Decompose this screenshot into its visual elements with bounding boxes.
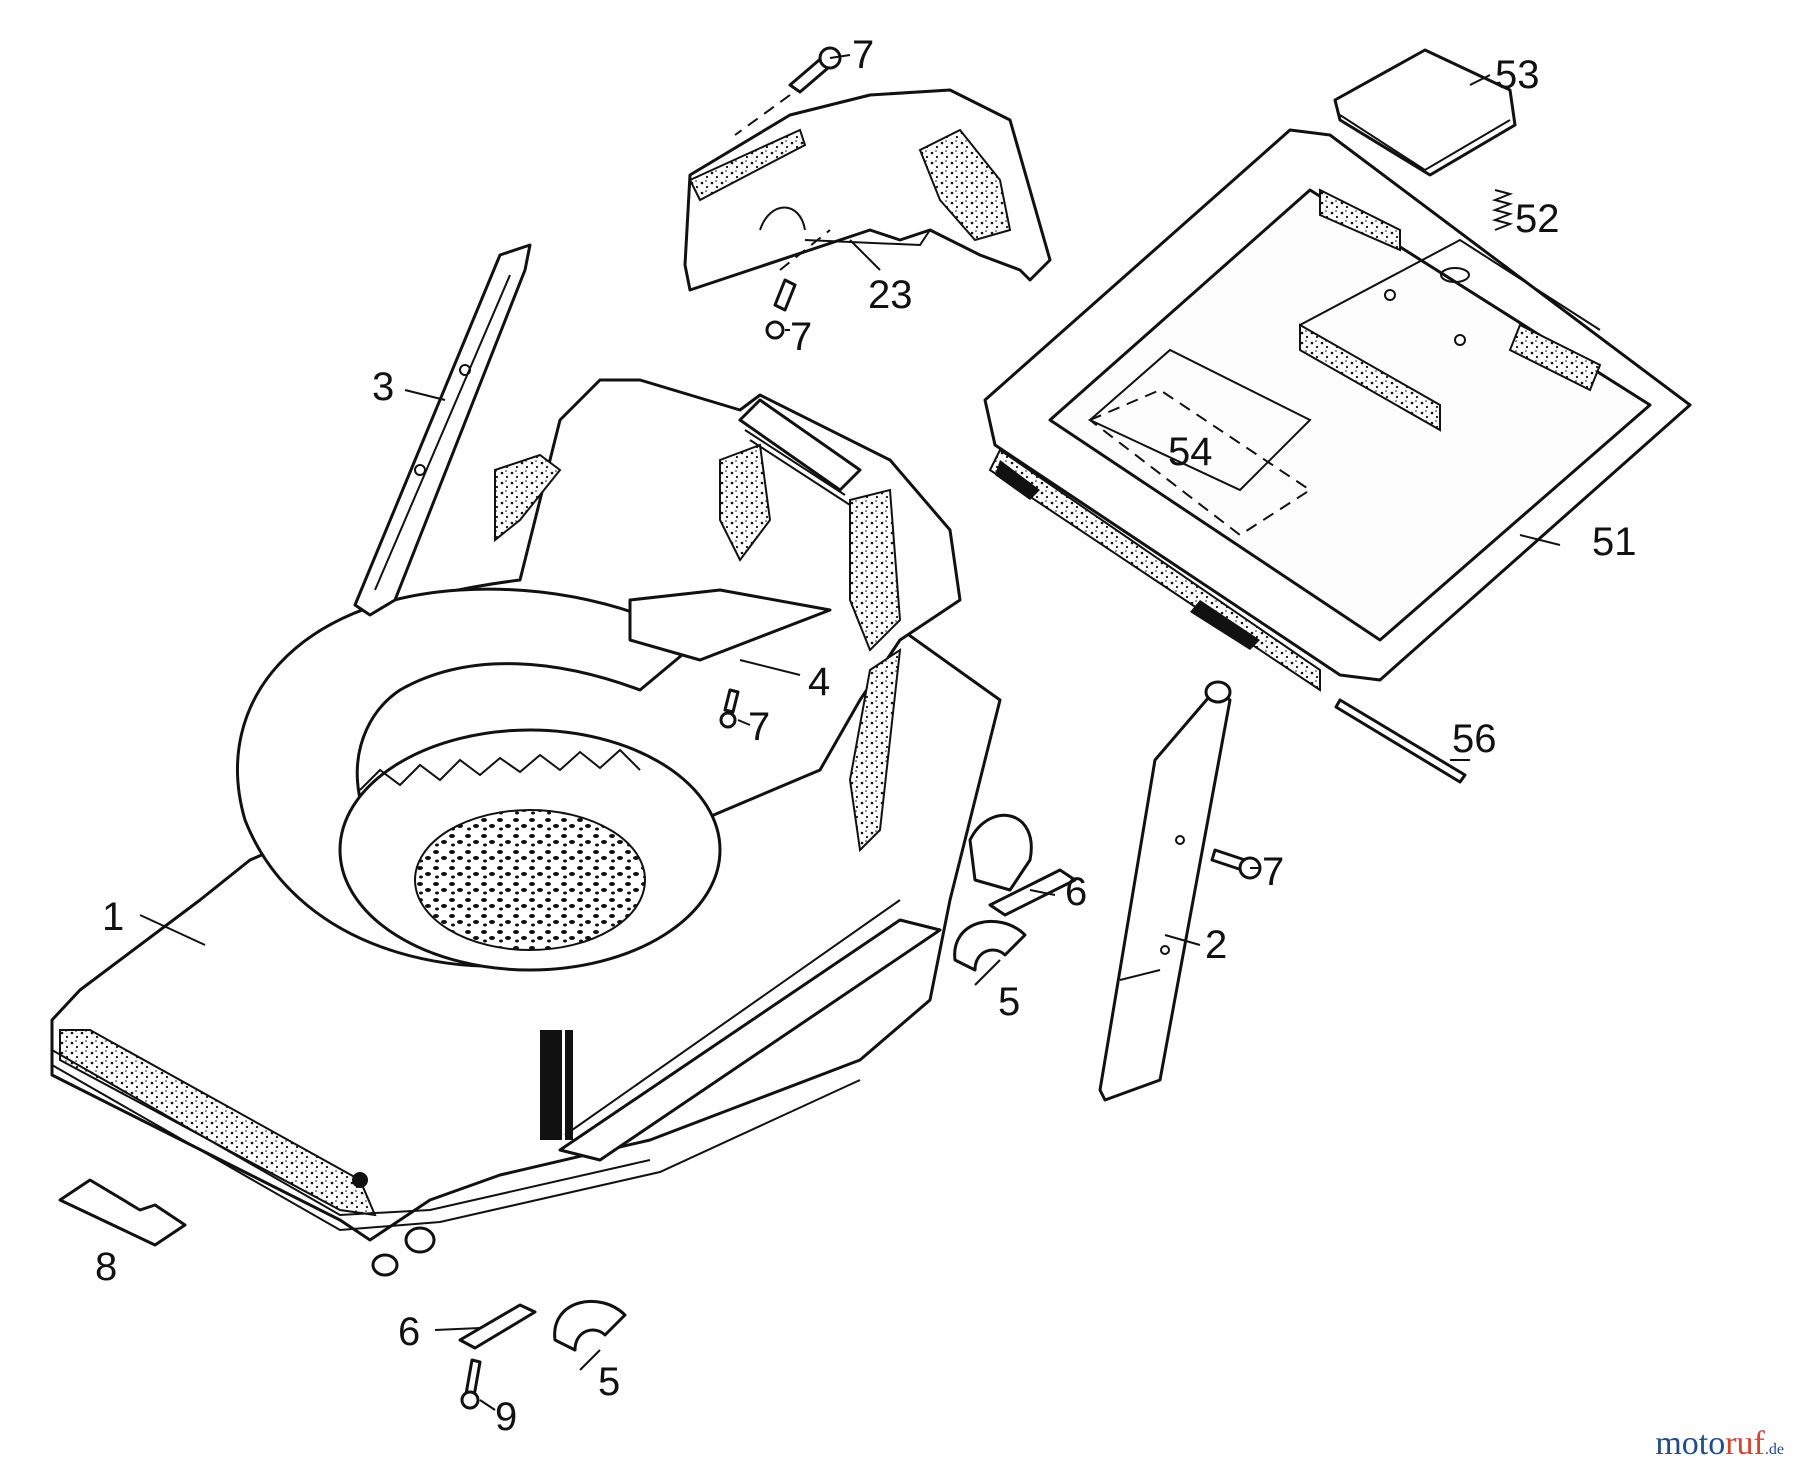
callout-7-mid: 7 — [748, 705, 770, 749]
top-cover-part — [683, 88, 1052, 292]
callout-51: 51 — [1592, 520, 1637, 564]
callout-23: 23 — [868, 273, 913, 317]
callout-1: 1 — [102, 895, 124, 939]
callout-56: 56 — [1452, 717, 1497, 761]
grass-box-lid-part — [983, 128, 1692, 692]
mower-deck — [50, 378, 1033, 1277]
callout-6-right: 6 — [1065, 870, 1087, 914]
callout-8: 8 — [95, 1245, 117, 1289]
callout-2: 2 — [1205, 923, 1227, 967]
screw-mid — [719, 688, 740, 729]
callouts: 1 2 3 4 5 5 6 6 7 7 7 7 8 9 23 51 52 53 … — [95, 33, 1637, 1439]
spring-part — [1491, 189, 1514, 231]
leader-lines — [139, 54, 1561, 1411]
watermark-logo: motoruf.de — [1655, 1425, 1784, 1463]
callout-4: 4 — [808, 660, 830, 704]
wheel-cap-part-right — [953, 919, 1027, 972]
lid-clip-part — [1333, 48, 1517, 177]
callout-5-bottom: 5 — [598, 1360, 620, 1404]
decal-area-54 — [1088, 388, 1312, 537]
callout-3: 3 — [372, 365, 394, 409]
callout-53: 53 — [1495, 53, 1540, 97]
plate-part — [58, 1178, 187, 1247]
screw-bottom — [460, 1358, 482, 1410]
screw-right — [1210, 848, 1262, 880]
callout-7-upper: 7 — [790, 315, 812, 359]
callout-7-right: 7 — [1262, 850, 1284, 894]
rear-flap-part — [353, 243, 532, 617]
wheel-cap-part-bottom — [553, 1299, 627, 1352]
screw-top-bottom — [765, 229, 831, 340]
callout-54: 54 — [1168, 430, 1213, 474]
bracket-part-bottom — [458, 1303, 537, 1350]
callout-9: 9 — [495, 1395, 517, 1439]
callout-7-top: 7 — [852, 33, 874, 77]
callout-52: 52 — [1515, 197, 1560, 241]
callout-6-bottom: 6 — [398, 1310, 420, 1354]
watermark-part-2: ruf — [1725, 1425, 1765, 1462]
callout-5-right: 5 — [998, 980, 1020, 1024]
watermark-part-1: moto — [1655, 1425, 1726, 1462]
bracket-part-right — [988, 868, 1077, 917]
side-trim-part — [1098, 680, 1232, 1102]
watermark-part-3: .de — [1764, 1441, 1784, 1458]
rod-part — [1334, 698, 1467, 784]
